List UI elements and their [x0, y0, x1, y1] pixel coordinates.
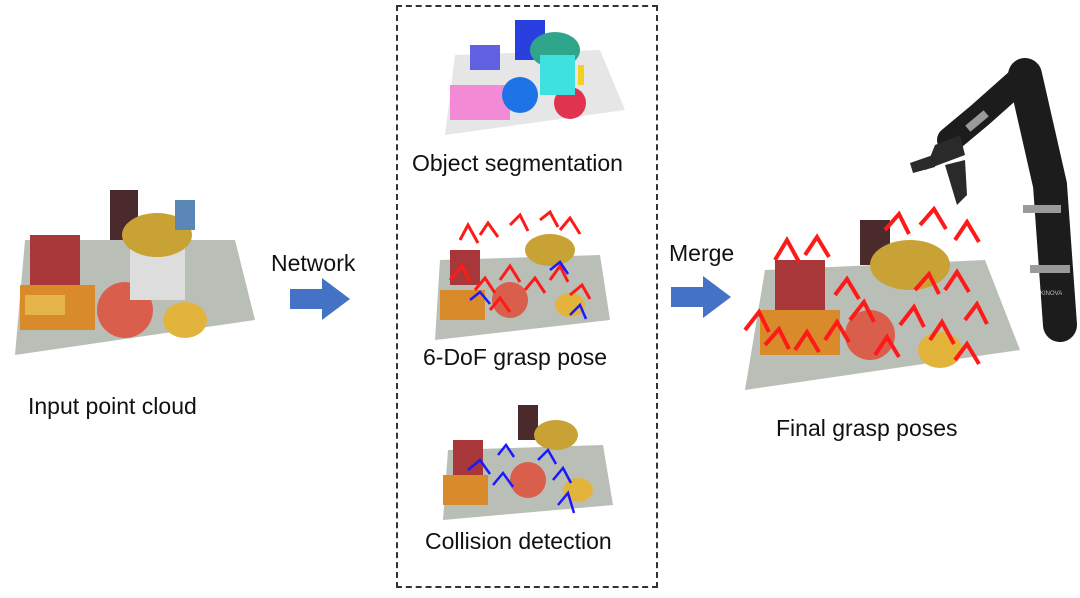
merge-label: Merge — [669, 240, 735, 266]
segmentation-image — [445, 20, 625, 135]
collision-image — [443, 405, 613, 520]
lid — [122, 213, 192, 257]
network-arrow-icon — [290, 278, 350, 320]
final-grasp-image — [743, 205, 1020, 390]
pipeline-box — [396, 5, 658, 588]
grasp-pose-label: 6-DoF grasp pose — [423, 344, 608, 370]
input-point-cloud-image — [15, 190, 255, 355]
network-label: Network — [271, 250, 356, 276]
grasp-pose-image — [435, 209, 610, 340]
svg-text:KINOVA: KINOVA — [1040, 291, 1062, 297]
merge-arrow-icon — [671, 276, 731, 318]
juice-box — [30, 235, 80, 290]
duck — [163, 302, 207, 338]
input-label: Input point cloud — [28, 393, 197, 419]
final-label: Final grasp poses — [776, 415, 958, 441]
segmentation-label: Object segmentation — [412, 150, 623, 176]
collision-label: Collision detection — [425, 528, 612, 554]
robot-arm-image: KINOVA — [910, 58, 1077, 342]
